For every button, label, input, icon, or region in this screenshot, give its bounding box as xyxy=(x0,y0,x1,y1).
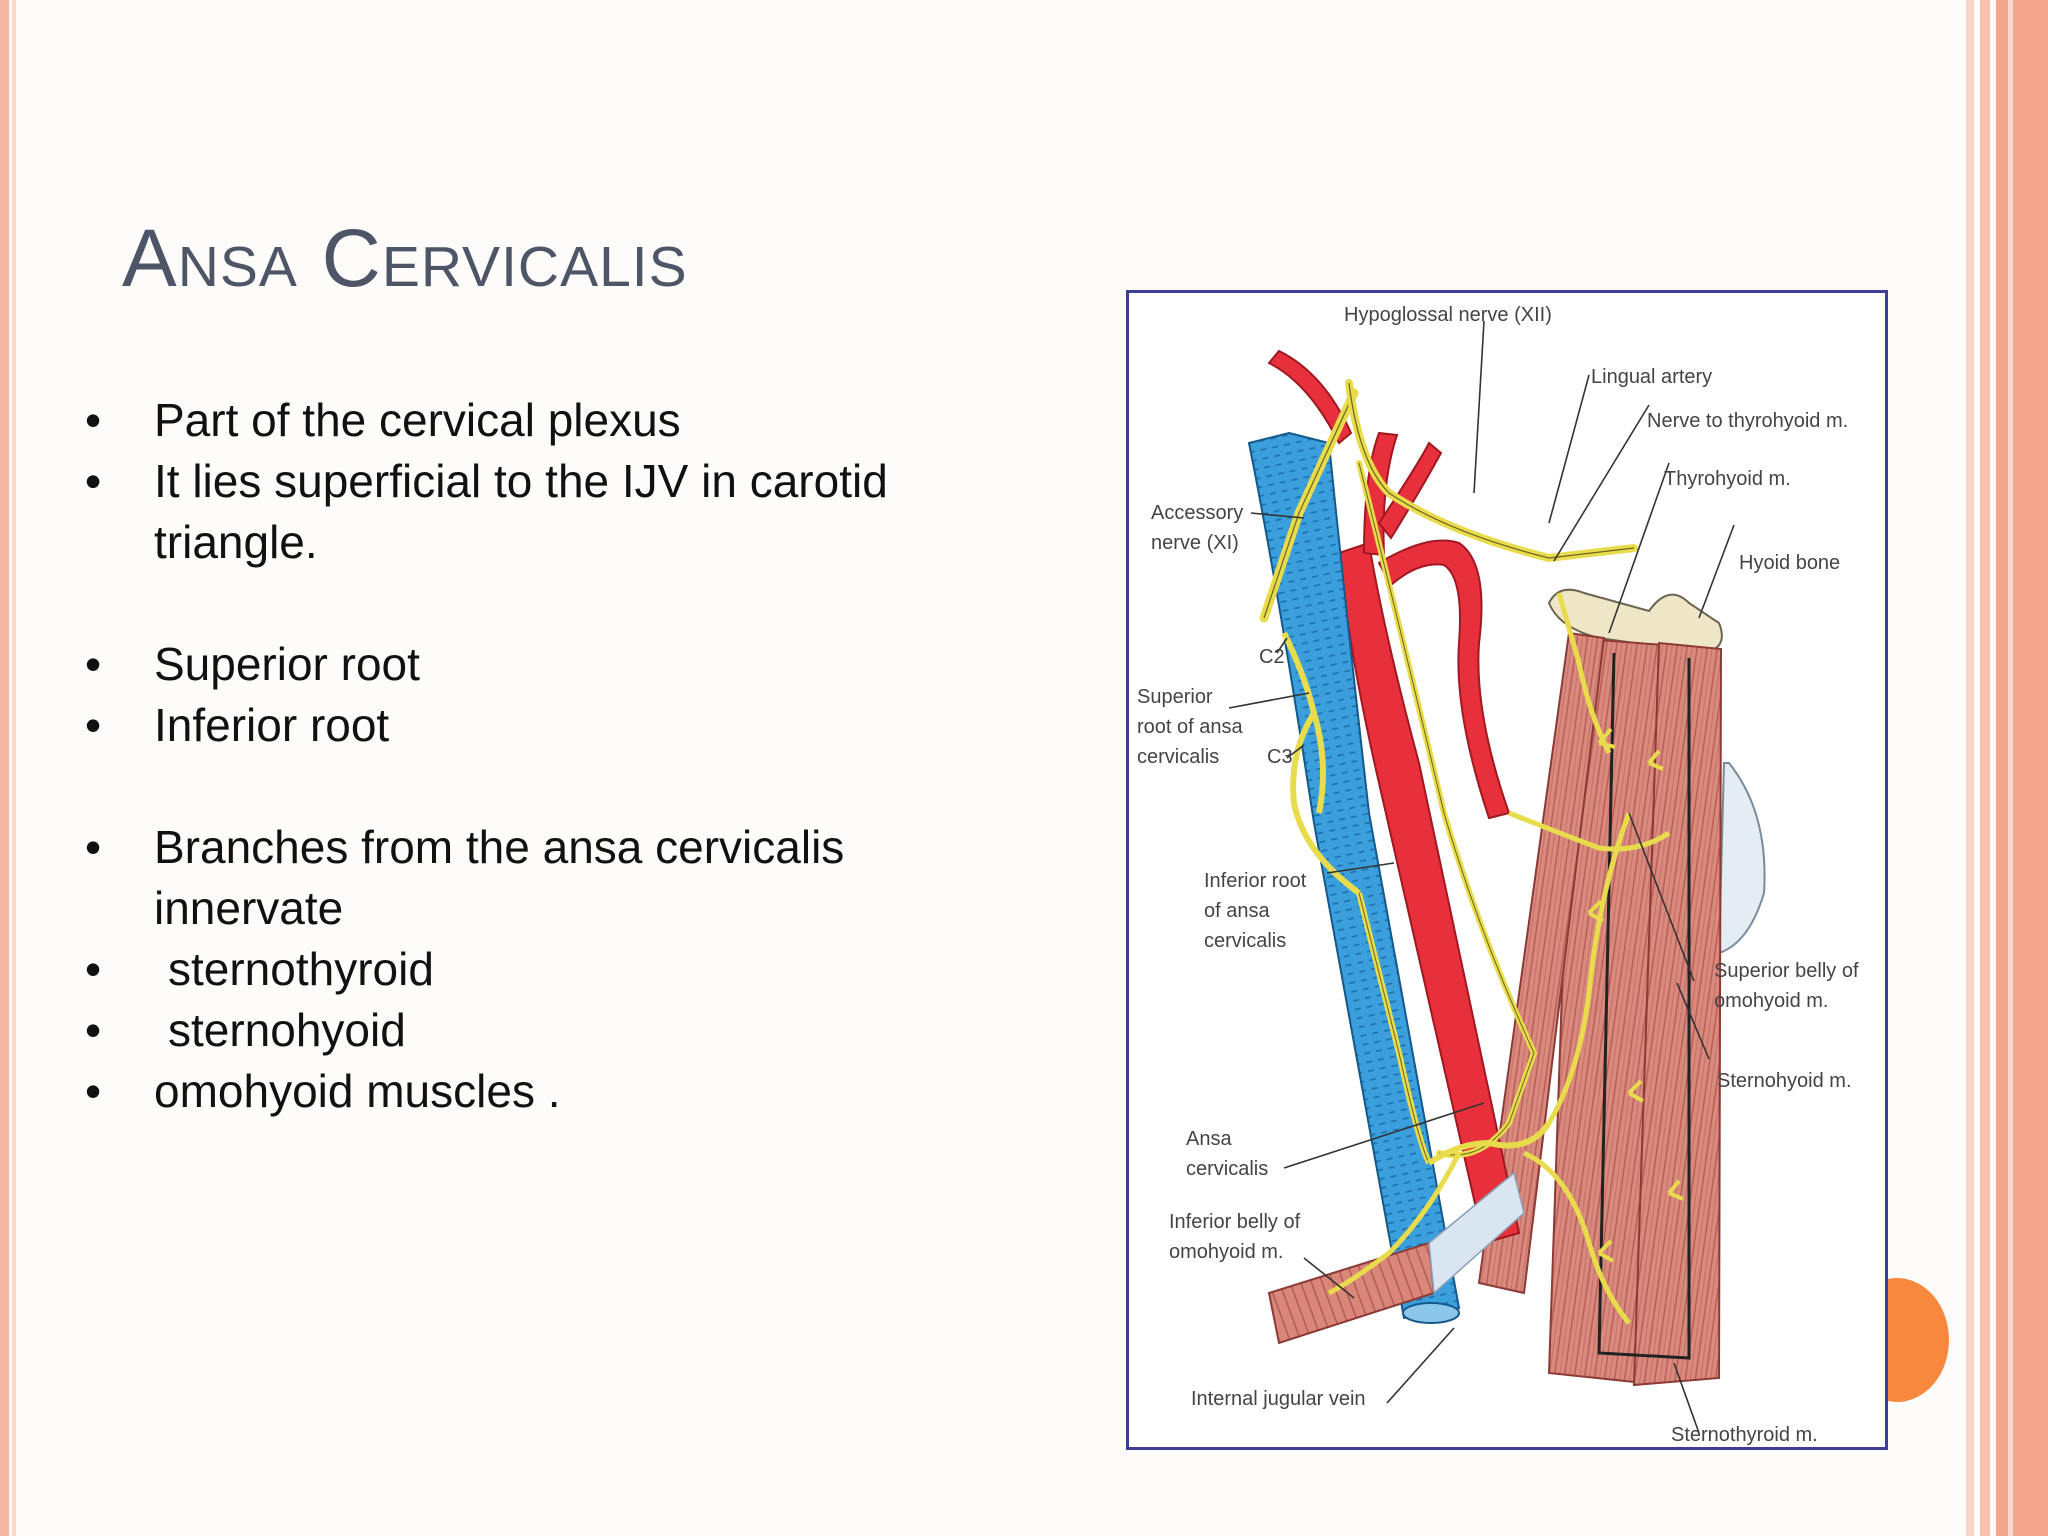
bullet-item: It lies superficial to the IJV in caroti… xyxy=(80,451,1040,573)
c3-root xyxy=(1290,711,1361,896)
omohyoid-inferior-belly xyxy=(1267,1241,1436,1345)
sternohyoid-muscle xyxy=(1632,641,1723,1387)
anatomy-figure: Hypoglossal nerve (XII) Lingual artery N… xyxy=(1126,290,1888,1450)
intermediate-tendon xyxy=(1428,1171,1525,1295)
thyroid-cartilage xyxy=(1717,762,1766,955)
label-superior-belly-omohyoid: omohyoid m. xyxy=(1714,990,1829,1012)
label-sternothyroid: Sternothyroid m. xyxy=(1671,1424,1818,1446)
label-superior-root: cervicalis xyxy=(1137,746,1219,768)
bullet-item: Inferior root xyxy=(80,695,1040,756)
bullet-item: sternothyroid xyxy=(80,939,1040,1000)
label-inferior-belly-omohyoid: omohyoid m. xyxy=(1169,1241,1284,1263)
label-hypoglossal-nerve: Hypoglossal nerve (XII) xyxy=(1344,304,1552,326)
label-nerve-to-thyrohyoid: Nerve to thyrohyoid m. xyxy=(1647,410,1848,432)
label-superior-root: root of ansa xyxy=(1137,716,1244,738)
ansa-cervicalis-loop xyxy=(1427,1121,1552,1166)
slide-frame-left xyxy=(0,0,26,1536)
label-superior-root: Superior xyxy=(1137,686,1213,708)
label-superior-belly-omohyoid: Superior belly of xyxy=(1714,960,1859,982)
label-thyrohyoid: Thyrohyoid m. xyxy=(1664,468,1791,490)
label-accessory-nerve: Accessory xyxy=(1151,502,1243,524)
label-c2: C2 xyxy=(1259,646,1285,668)
label-hyoid-bone: Hyoid bone xyxy=(1739,552,1840,574)
bullet-item: sternohyoid xyxy=(80,1000,1040,1061)
bullet-item: Superior root xyxy=(80,634,1040,695)
label-ansa-cervicalis: Ansa xyxy=(1186,1128,1232,1150)
label-c3: C3 xyxy=(1267,746,1293,768)
lingual-artery xyxy=(1377,539,1511,820)
label-internal-jugular-vein: Internal jugular vein xyxy=(1191,1388,1366,1410)
label-inferior-root: Inferior root xyxy=(1204,870,1307,892)
bullet-item: Branches from the ansa cervicalis innerv… xyxy=(80,817,1040,939)
slide-title: Ansa Cervicalis xyxy=(122,213,688,304)
slide-frame-right xyxy=(1966,0,2048,1536)
label-sternohyoid: Sternohyoid m. xyxy=(1717,1070,1852,1092)
label-inferior-root: cervicalis xyxy=(1204,930,1286,952)
label-ansa-cervicalis: cervicalis xyxy=(1186,1158,1268,1180)
label-inferior-belly-omohyoid: Inferior belly of xyxy=(1169,1211,1301,1233)
bullet-item: Part of the cervical plexus xyxy=(80,390,1040,451)
label-inferior-root: of ansa xyxy=(1204,900,1270,922)
bullet-item: omohyoid muscles . xyxy=(80,1061,1040,1122)
anatomy-illustration: Hypoglossal nerve (XII) Lingual artery N… xyxy=(1137,304,1859,1446)
label-leader-lines xyxy=(1228,320,1735,1434)
bullet-list: Part of the cervical plexus It lies supe… xyxy=(80,390,1040,1122)
label-accessory-nerve: nerve (XI) xyxy=(1151,532,1239,554)
hyoid-bone xyxy=(1547,588,1723,655)
label-lingual-artery: Lingual artery xyxy=(1591,366,1712,388)
omohyoid-superior-belly xyxy=(1477,631,1606,1295)
